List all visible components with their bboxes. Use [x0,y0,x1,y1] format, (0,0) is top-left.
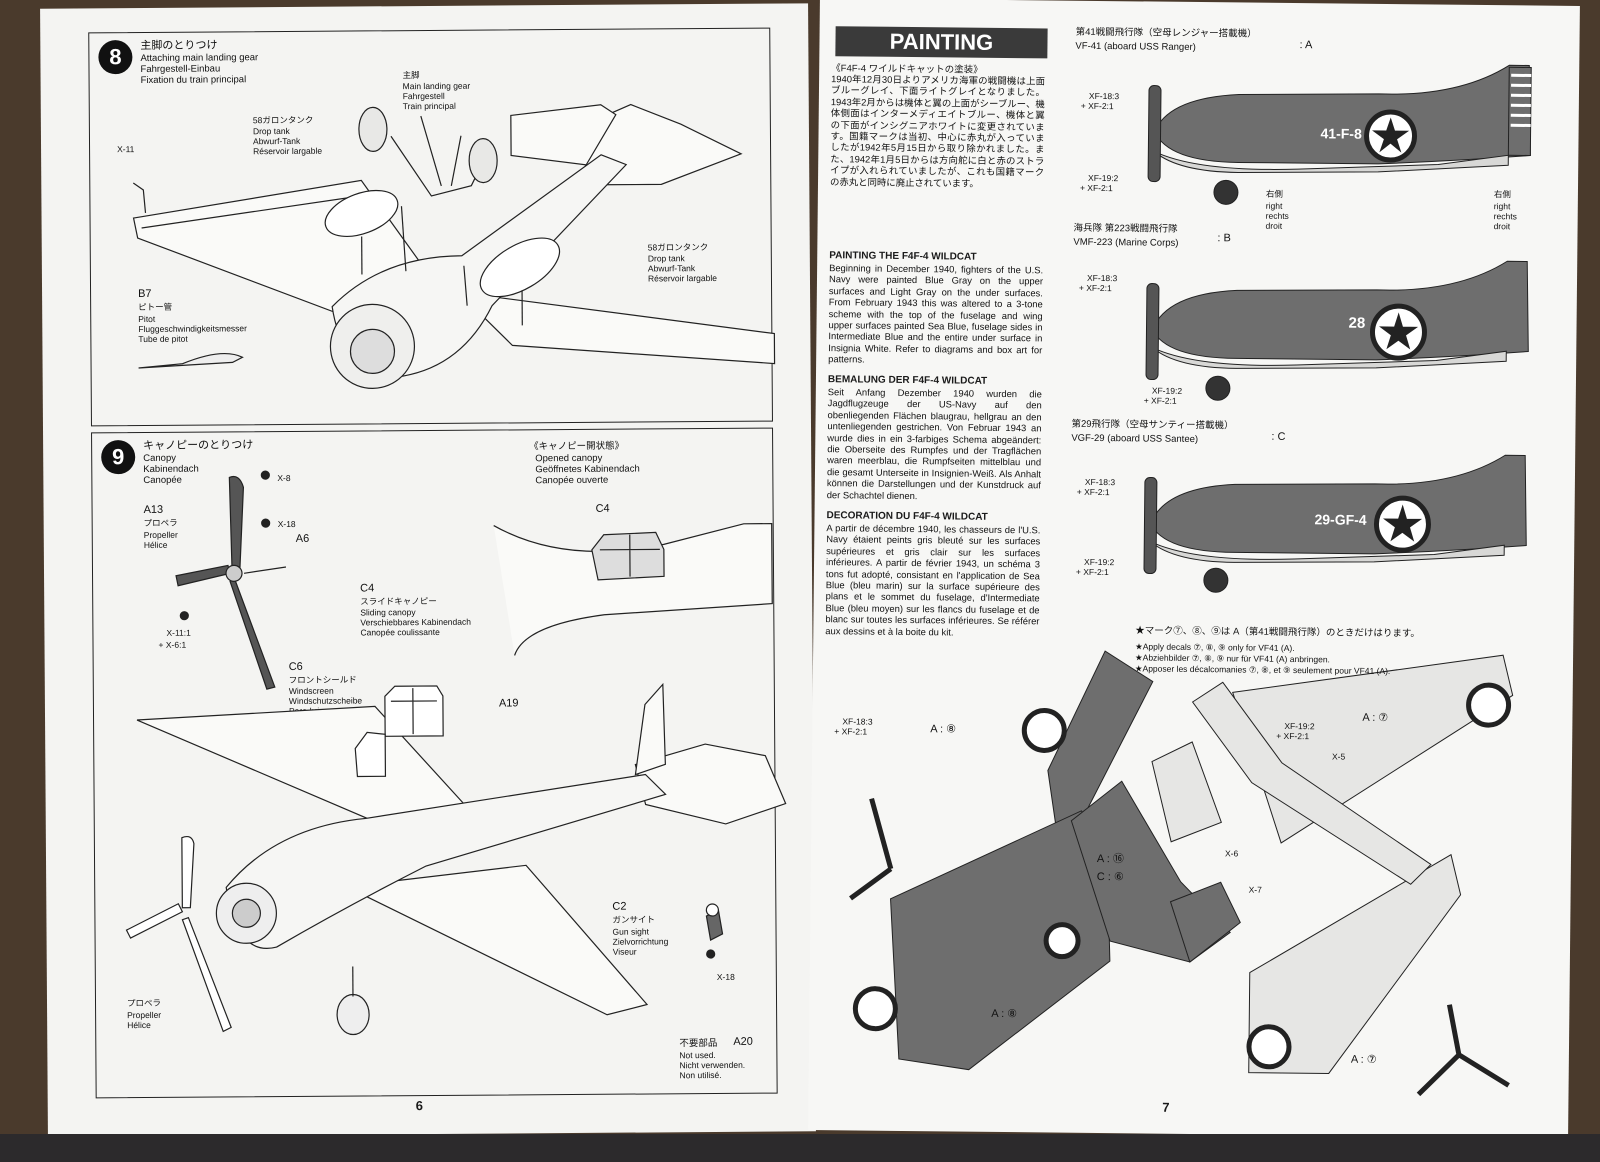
table-surface [0,1134,1600,1162]
top-a8b: A : ⑧ [991,1007,1018,1021]
scheme-side-views [849,64,1532,1097]
scheme-c-code: 29-GF-4 [1314,511,1367,528]
x7-label: X-7 [1248,884,1262,895]
bottom-mix-1: XF-19:2 [1284,720,1315,732]
bottom-mix-2: + XF-2:1 [1276,730,1310,742]
decal-note-de: ★Abziehbilder ⑦, ⑧, ⑨ nur für VF41 (A) a… [1135,652,1331,665]
page-number-left: 6 [415,1098,424,1114]
top-mix-1: XF-18:3 [842,716,873,727]
top-a16: A : ⑯ [1096,853,1124,866]
bottom-a7b: A : ⑦ [1350,1053,1377,1066]
top-mix-2: + XF-2:1 [834,726,868,737]
step8-diagram [132,103,776,389]
instruction-page-left: 8 主脚のとりつけ Attaching main landing gear Fa… [40,3,816,1137]
page-number-right: 7 [1162,1099,1170,1115]
top-c6: C : ⑥ [1096,870,1124,884]
scheme-b-code: 28 [1348,314,1366,332]
scheme-a-code: 41-F-8 [1320,125,1362,142]
top-a8: A : ⑧ [930,723,957,736]
x5-label: X-5 [1331,751,1346,762]
bottom-a7: A : ⑦ [1362,711,1389,725]
decal-note-en: ★Apply decals ⑦, ⑧, ⑨ only for VF41 (A). [1135,641,1295,654]
x6-label: X-6 [1224,848,1239,859]
step9-diagram [125,470,787,1036]
instruction-page-right: PAINTING 《F4F-4 ワイルドキャットの塗装》 1940年12月30日… [808,0,1580,1138]
